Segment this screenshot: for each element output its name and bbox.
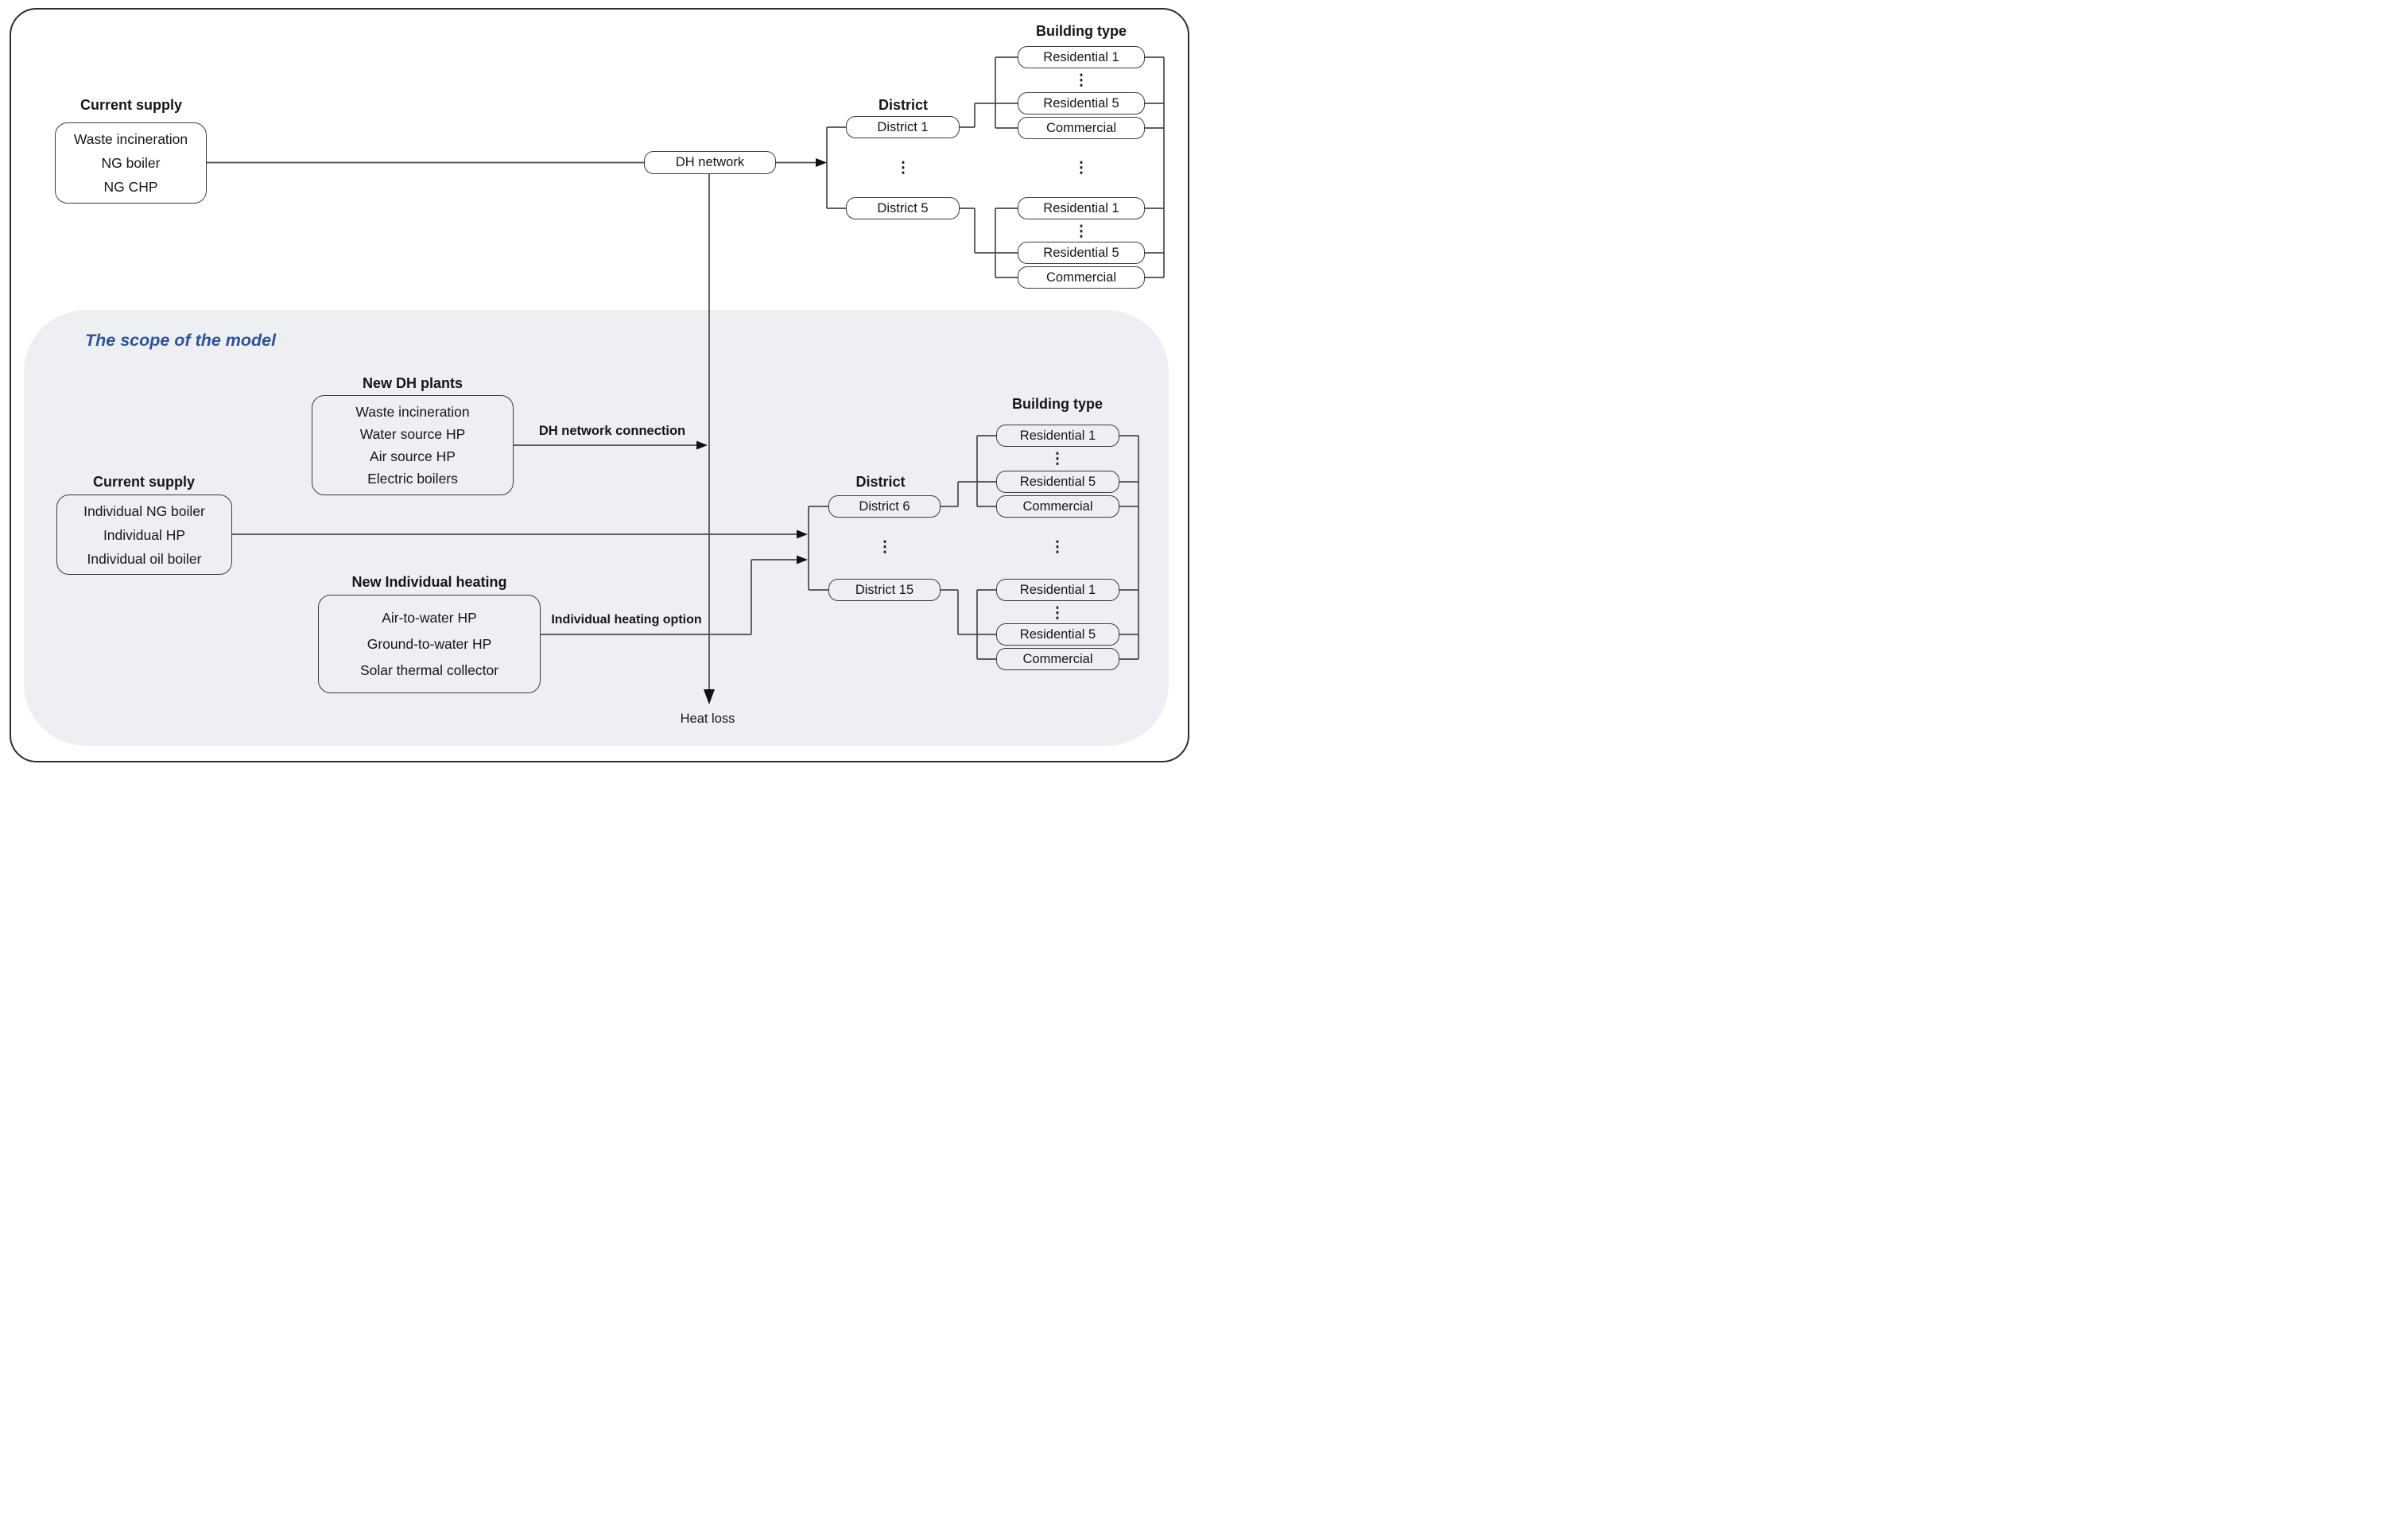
new-dh-plants-title: New DH plants [362,375,464,391]
supply-item: Individual NG boiler [83,502,205,519]
district-5-box: District 5 [846,197,960,219]
building-box-residential1: Residential 1 [996,425,1119,447]
building-box-residential5: Residential 5 [1018,92,1145,114]
district-ellipsis: ⋮ [877,539,893,556]
scope-title: The scope of the model [85,331,277,350]
building-group-ellipsis: ⋮ [1073,160,1089,176]
supply-item: NG CHP [103,179,158,195]
supply-item: Individual oil boiler [87,550,202,567]
individual-heating-label: Individual heating option [551,613,702,626]
heating-item: Air-to-water HP [382,609,477,626]
district-1-box: District 1 [846,116,960,138]
top-current-supply-title: Current supply [80,97,182,113]
heating-item: Solar thermal collector [359,661,499,678]
district-6-box: District 6 [828,495,941,518]
heating-item: Ground-to-water HP [367,635,492,652]
building-box-residential5: Residential 5 [996,623,1119,646]
top-current-supply-box: Waste incineration NG boiler NG CHP [55,122,207,204]
building-box-commercial: Commercial [996,648,1119,670]
building-ellipsis: ⋮ [1049,451,1065,467]
plant-item: Water source HP [359,426,466,442]
top-district-header: District [878,97,928,113]
district-ellipsis: ⋮ [895,160,911,176]
building-group-ellipsis: ⋮ [1049,539,1065,556]
building-box-commercial: Commercial [996,495,1119,518]
supply-item: Individual HP [103,526,186,543]
dh-connection-label: DH network connection [538,424,686,438]
supply-item: Waste incineration [73,131,188,147]
building-ellipsis: ⋮ [1073,223,1089,240]
plant-item: Electric boilers [367,471,458,487]
scope-district-header: District [855,474,906,490]
plant-item: Waste incineration [355,404,470,420]
building-box-residential5: Residential 5 [996,471,1119,493]
supply-item: NG boiler [101,155,161,171]
district-15-box: District 15 [828,579,941,601]
plant-item: Air source HP [370,448,456,464]
scope-current-supply-box: Individual NG boiler Individual HP Indiv… [56,495,232,575]
dh-network-box: DH network [644,151,776,174]
building-box-residential1: Residential 1 [1018,46,1145,68]
scope-current-supply-title: Current supply [92,474,195,490]
diagram-outer-border [10,8,1189,762]
building-ellipsis: ⋮ [1049,605,1065,622]
new-dh-plants-box: Waste incineration Water source HP Air s… [312,395,514,495]
diagram-canvas: Current supply Waste incineration NG boi… [0,0,1200,770]
building-box-commercial: Commercial [1018,266,1145,289]
building-box-residential1: Residential 1 [1018,197,1145,219]
top-building-type-header: Building type [1036,23,1127,39]
building-box-commercial: Commercial [1018,117,1145,139]
heat-loss-label: Heat loss [680,712,735,726]
building-box-residential1: Residential 1 [996,579,1119,601]
scope-building-type-header: Building type [1012,396,1103,412]
new-individual-heating-title: New Individual heating [351,574,507,590]
building-box-residential5: Residential 5 [1018,242,1145,264]
new-individual-heating-box: Air-to-water HP Ground-to-water HP Solar… [318,595,541,693]
building-ellipsis: ⋮ [1073,72,1089,89]
